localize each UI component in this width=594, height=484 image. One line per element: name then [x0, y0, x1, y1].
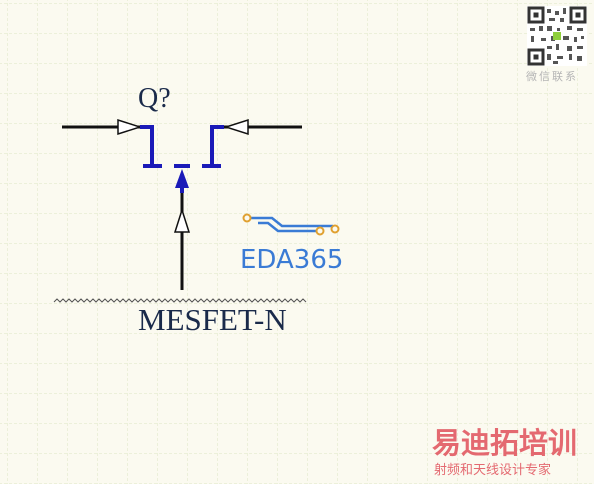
- circuit-node-icon: [330, 224, 340, 234]
- circuit-node-icon: [242, 213, 252, 223]
- gate-pin-arrow: [173, 207, 191, 233]
- qr-code: [527, 6, 587, 66]
- training-brand: 易迪拓培训: [432, 426, 577, 460]
- source-pin-arrow: [223, 118, 249, 136]
- component-designator[interactable]: Q?: [138, 83, 171, 114]
- component-comment[interactable]: MESFET-N: [138, 302, 287, 337]
- qr-caption: 微信联系: [526, 69, 578, 83]
- source-terminal: [210, 125, 224, 166]
- circuit-trace-icon-2: [258, 221, 320, 233]
- drain-terminal: [140, 125, 154, 166]
- eda365-logo-text: EDA365: [240, 245, 343, 275]
- circuit-trace-icon: [247, 216, 333, 228]
- gate-arrow-icon: [175, 169, 189, 188]
- training-tagline: 射频和天线设计专家: [434, 462, 551, 478]
- zigzag-marker: [53, 298, 307, 303]
- eda365-logo: EDA365: [240, 213, 343, 275]
- circuit-node-icon: [315, 226, 325, 236]
- drain-pin-arrow: [117, 118, 143, 136]
- mesfet-symbol[interactable]: [62, 118, 302, 290]
